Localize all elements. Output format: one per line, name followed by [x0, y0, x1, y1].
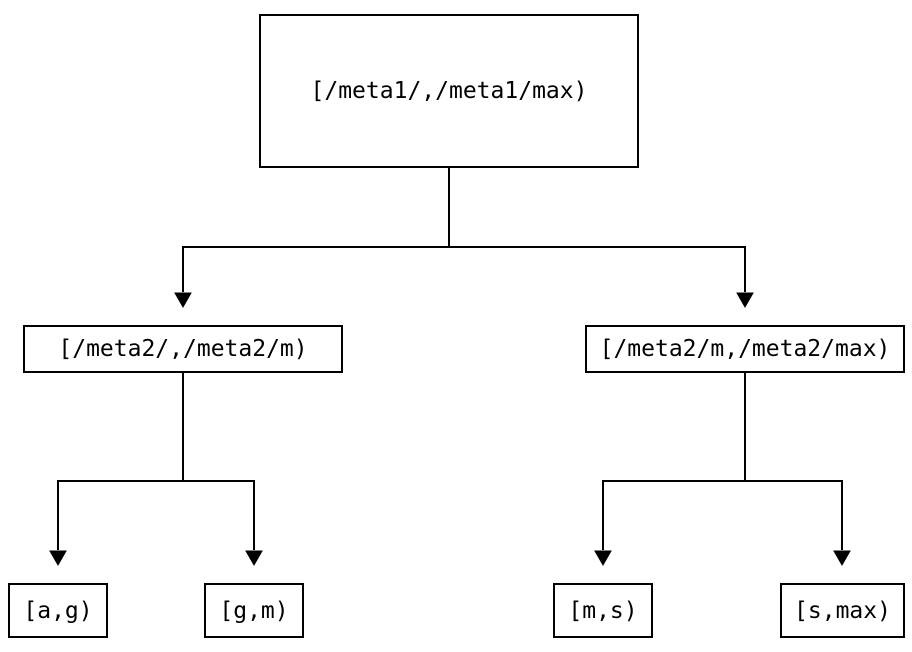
node-meta2-right-label: [/meta2/m,/meta2/max) — [599, 336, 891, 362]
node-leaf-gm-label: [g,m) — [219, 597, 289, 624]
arrowhead-right-icon — [736, 292, 754, 309]
node-meta2-left-label: [/meta2/,/meta2/m) — [58, 336, 308, 362]
node-root-label: [/meta1/,/meta1/max) — [310, 78, 588, 104]
node-leaf-smax-label: [s,max) — [794, 597, 891, 624]
node-meta2-left: [/meta2/,/meta2/m) — [23, 325, 343, 373]
arrowhead-ms-icon — [594, 550, 612, 567]
node-root: [/meta1/,/meta1/max) — [259, 14, 639, 168]
node-leaf-ms: [m,s) — [553, 583, 653, 638]
node-meta2-right: [/meta2/m,/meta2/max) — [585, 325, 905, 373]
arrowhead-gm-icon — [245, 550, 263, 567]
arrowhead-smax-icon — [833, 550, 851, 567]
node-leaf-ag: [a,g) — [8, 583, 108, 638]
node-leaf-gm: [g,m) — [204, 583, 304, 638]
node-leaf-ag-label: [a,g) — [23, 597, 93, 624]
arrowhead-left-icon — [174, 292, 192, 309]
arrowhead-ag-icon — [49, 550, 67, 567]
node-leaf-smax: [s,max) — [780, 583, 905, 638]
node-leaf-ms-label: [m,s) — [568, 597, 638, 624]
